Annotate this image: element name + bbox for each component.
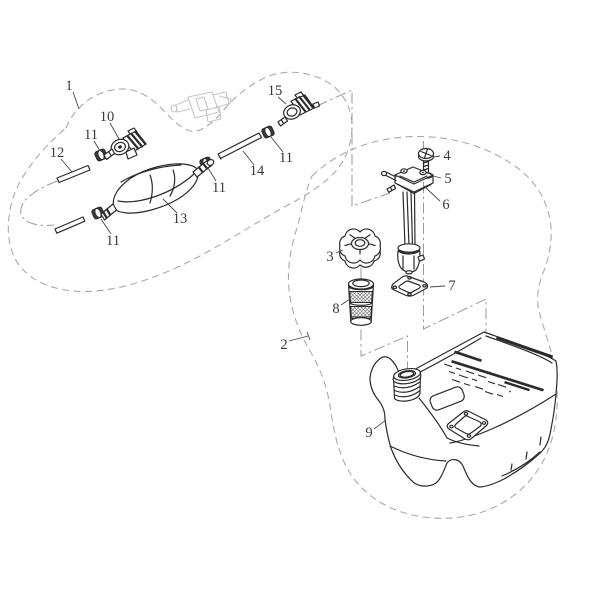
callout-3: 3 bbox=[326, 249, 333, 265]
callout-12: 12 bbox=[50, 145, 65, 161]
callout-1: 1 bbox=[65, 78, 72, 94]
callout-5: 5 bbox=[444, 171, 451, 187]
gasket-7 bbox=[391, 275, 429, 297]
primer-bulb-13 bbox=[100, 158, 215, 221]
callout-13: 13 bbox=[173, 211, 188, 227]
callout-7: 7 bbox=[448, 278, 455, 294]
fuel-tank-9 bbox=[369, 331, 558, 488]
fuel-pipe-14 bbox=[217, 132, 263, 160]
callout-4: 4 bbox=[443, 148, 451, 164]
callout-14: 14 bbox=[250, 163, 265, 179]
fuel-filter-8 bbox=[347, 278, 375, 326]
callout-11d: 11 bbox=[106, 233, 120, 249]
fuel-pickup-assembly-6 bbox=[380, 166, 434, 275]
clamp-11-a bbox=[94, 148, 108, 162]
fuel-connector-10 bbox=[103, 127, 147, 161]
callout-6: 6 bbox=[442, 197, 449, 213]
engine-connector-ghost bbox=[170, 91, 232, 123]
callout-leaders bbox=[60, 91, 446, 430]
callout-8: 8 bbox=[332, 301, 339, 317]
callout-9: 9 bbox=[365, 425, 372, 441]
tank-filler-neck bbox=[392, 367, 422, 402]
clamp-11-d bbox=[91, 206, 105, 220]
tank-label-marks bbox=[443, 363, 511, 398]
fuel-hose-12 bbox=[54, 164, 91, 234]
clamp-11-c bbox=[261, 125, 275, 139]
callout-11a: 11 bbox=[84, 127, 98, 143]
tank-label-stripes bbox=[451, 336, 553, 392]
callout-15: 15 bbox=[268, 83, 283, 99]
callout-10: 10 bbox=[100, 109, 115, 125]
fuel-connector-15 bbox=[277, 91, 321, 127]
group-outline-fuel-tank-assembly bbox=[287, 135, 558, 519]
callout-2: 2 bbox=[280, 337, 287, 353]
callout-11c: 11 bbox=[279, 150, 293, 166]
callout-11b: 11 bbox=[212, 180, 226, 196]
tank-cap-3 bbox=[339, 228, 381, 269]
group-outline-fuel-line-assembly bbox=[7, 71, 353, 293]
